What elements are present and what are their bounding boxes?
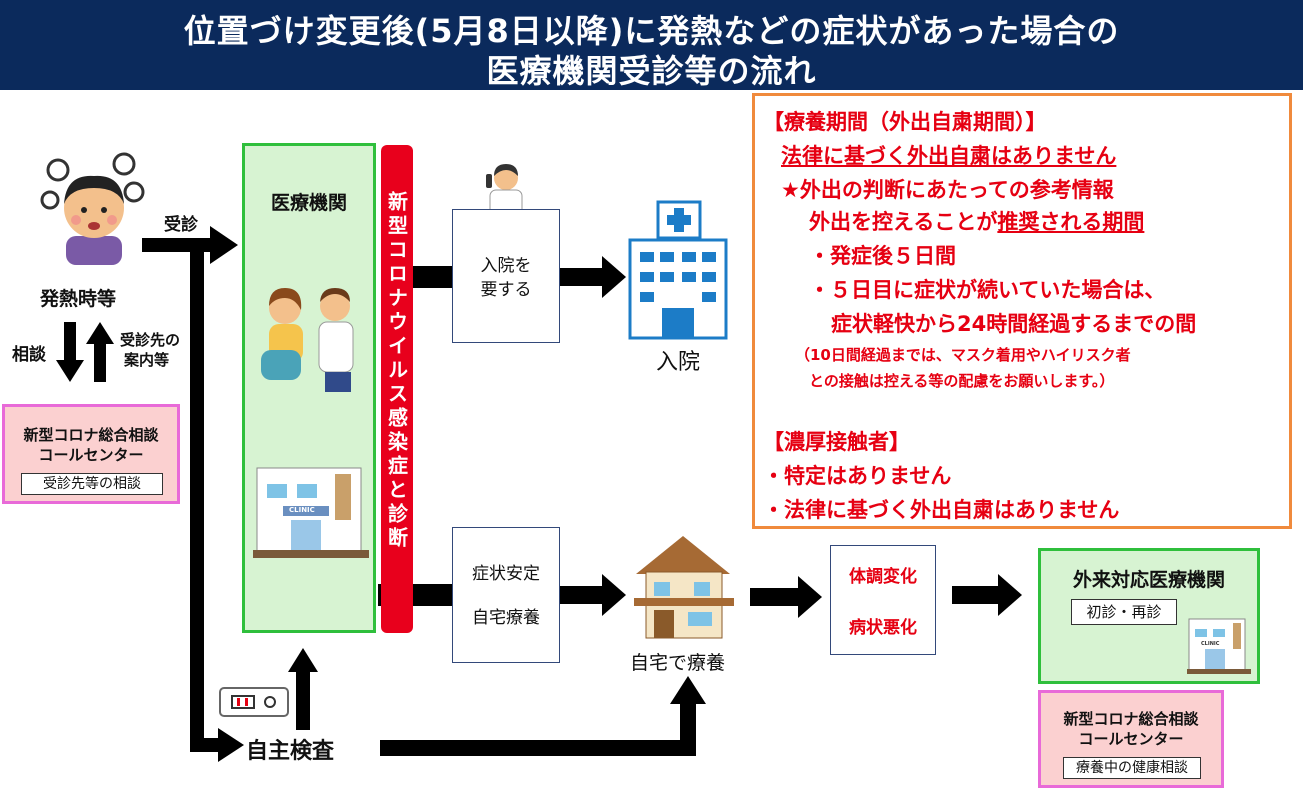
fever-label: 発熱時等 (40, 288, 117, 310)
arrow-to-house (560, 574, 626, 616)
clinic-sign: CLINIC (289, 506, 315, 514)
recommend-text: 外出を控えることが推奨される期間 (809, 206, 1144, 236)
guide-label: 受診先の 案内等 (120, 330, 180, 370)
diagnosis-bar: 新型コロナウイルス感染症と診断 (381, 145, 413, 633)
arrow-to-admission-box (412, 266, 454, 288)
jushin-label: 受診 (164, 215, 198, 235)
test-kit-icon (218, 684, 290, 720)
note-line1: （10日間経過までは、マスク着用やハイリスク者 (795, 346, 1131, 364)
arrow-soudan-down (56, 322, 84, 382)
outpatient-clinic-icon: CLINIC (1187, 615, 1251, 675)
outpatient-clinic-sign: CLINIC (1201, 641, 1220, 647)
outpatient-clinic-box: 外来対応医療機関 初診・再診 CLINIC (1038, 548, 1260, 684)
condition-change-box: 体調変化 病状悪化 (830, 545, 936, 655)
admission-box: 入院を 要する (452, 209, 560, 343)
medical-institution-box: 医療機関 CLINIC (242, 143, 376, 633)
arrow-to-outpatient (952, 574, 1022, 616)
period-heading: 【療養期間（外出自粛期間）】 (763, 110, 1047, 134)
hospital-icon (628, 200, 728, 340)
contact-heading: 【濃厚接触者】 (763, 430, 910, 454)
arrow-to-medical (142, 226, 238, 264)
call-center2-title-2: コールセンター (1078, 730, 1184, 748)
note-line2: との接触は控える等の配慮をお願いします。） (809, 372, 1115, 390)
recommend-prefix: 外出を控えることが (809, 210, 998, 234)
reference-heading: ★外出の判断にあたっての参考情報 (781, 178, 1114, 202)
call-center2-sub: 療養中の健康相談 (1063, 757, 1201, 779)
home-line2: 自宅療養 (472, 608, 540, 628)
call-center-sub: 受診先等の相談 (21, 473, 163, 495)
header-title-line2: 医療機関受診等の流れ (486, 52, 817, 90)
house-icon (628, 530, 738, 640)
hospital-label: 入院 (656, 350, 701, 375)
call-center-box: 新型コロナ総合相談 コールセンター 受診先等の相談 (2, 404, 180, 504)
header-title-line1: 位置づけ変更後(5月8日以降)に発熱などの症状があった場合の (183, 12, 1120, 50)
line-to-self-test (190, 252, 244, 762)
soudan-label: 相談 (12, 345, 46, 365)
outpatient-sub: 初診・再診 (1071, 599, 1177, 625)
bullet-symptoms: ・５日目に症状が続いていた場合は、 (809, 278, 1166, 302)
bullet-five-days: ・発症後５日間 (809, 244, 956, 268)
arrow-self-test-to-home (380, 676, 706, 756)
arrow-self-test-up (288, 648, 318, 730)
info-box: 【療養期間（外出自粛期間）】 法律に基づく外出自粛はありません ★外出の判断にあ… (752, 93, 1292, 529)
outpatient-title: 外来対応医療機関 (1072, 569, 1225, 591)
bullet-symptoms-2: 症状軽快から24時間経過するまでの間 (831, 312, 1197, 336)
contact-line1: ・特定はありません (763, 464, 952, 488)
recommend-underlined: 推奨される期間 (997, 210, 1145, 234)
clinic-building-icon: CLINIC (253, 464, 369, 564)
call-center-title-1: 新型コロナ総合相談 (23, 426, 159, 444)
sick-person-icon (40, 150, 150, 265)
home-label: 自宅で療養 (630, 652, 726, 674)
change-line2: 病状悪化 (849, 618, 917, 638)
admission-line1: 入院を (480, 256, 532, 276)
doctor-patient-icon (255, 276, 367, 396)
home-line1: 症状安定 (472, 564, 540, 584)
call-center-box-2: 新型コロナ総合相談 コールセンター 療養中の健康相談 (1038, 690, 1224, 788)
medical-title: 医療機関 (270, 192, 347, 214)
admission-line2: 要する (480, 280, 532, 300)
call-center-title-2: コールセンター (38, 446, 144, 464)
arrow-to-change (750, 576, 822, 618)
header-banner: 位置づけ変更後(5月8日以降)に発熱などの症状があった場合の 医療機関受診等の流… (0, 0, 1303, 90)
change-line1: 体調変化 (849, 567, 917, 587)
arrow-guide-up (86, 322, 114, 382)
call-center2-title-1: 新型コロナ総合相談 (1063, 710, 1199, 728)
guide-label-line2: 案内等 (124, 351, 170, 369)
guide-label-line1: 受診先の (120, 331, 181, 349)
home-care-box: 症状安定 自宅療養 (452, 527, 560, 663)
arrow-to-hospital (560, 256, 626, 298)
self-test-label: 自主検査 (246, 739, 335, 764)
contact-line2: ・法律に基づく外出自粛はありません (763, 498, 1120, 522)
no-law-text: 法律に基づく外出自粛はありません (781, 144, 1117, 168)
